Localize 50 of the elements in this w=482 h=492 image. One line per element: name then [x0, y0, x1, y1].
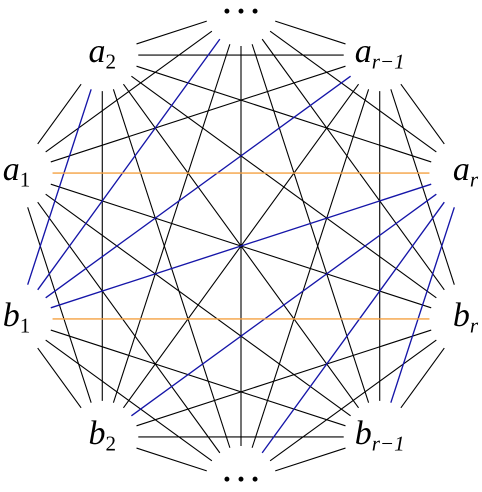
- edge-line: [379, 91, 380, 401]
- edge-line: [50, 184, 432, 308]
- edge-line: [37, 38, 220, 290]
- vertex-label: b$_{r−1}$: [354, 416, 405, 451]
- edge-line: [400, 348, 445, 408]
- edge-line: [102, 91, 103, 401]
- edge-line: [262, 202, 445, 454]
- edge-line: [45, 340, 212, 462]
- edge-line: [131, 194, 437, 416]
- edge-line: [45, 194, 351, 416]
- edge-line: [50, 66, 346, 162]
- edge-line: [27, 207, 92, 403]
- vertex-label: b$_{r}$: [452, 298, 478, 333]
- edge-line: [131, 76, 437, 298]
- edge-line: [252, 89, 370, 448]
- edge-line: [37, 202, 220, 454]
- edge-line: [52, 172, 430, 174]
- vertex-label: b$_{2}$: [88, 416, 116, 451]
- edge-line: [390, 89, 455, 285]
- edge-line: [27, 89, 92, 285]
- edge-line: [45, 30, 212, 152]
- edge-line: [136, 20, 207, 44]
- edge-line: [112, 89, 230, 448]
- vertex-label: a$_{r}$: [452, 153, 478, 188]
- edge-line: [270, 340, 437, 462]
- vertex-label: a$_{2}$: [88, 35, 116, 70]
- edge-line: [275, 448, 346, 472]
- edge-line: [262, 38, 445, 290]
- edge-line: [136, 330, 432, 426]
- edge-line: [138, 436, 344, 438]
- edge-line: [37, 348, 82, 408]
- edge-line: [252, 44, 370, 403]
- edge-line: [138, 54, 344, 56]
- vertex-label: …: [220, 468, 262, 484]
- edge-line: [270, 30, 437, 152]
- edge-line: [136, 448, 207, 472]
- vertex-label: b$_{1}$: [2, 298, 30, 333]
- edge-line: [390, 207, 455, 403]
- edge-line: [37, 84, 82, 144]
- edge-line: [112, 44, 230, 403]
- edge-line: [45, 76, 351, 298]
- edge-line: [50, 45, 432, 447]
- edge-line: [275, 20, 346, 44]
- edge-line: [50, 330, 346, 426]
- vertex-label: …: [220, 0, 262, 16]
- edge-line: [136, 66, 432, 162]
- edge-line: [52, 318, 430, 320]
- vertex-label: a$_{r−1}$: [354, 35, 405, 70]
- edge-line: [400, 84, 445, 144]
- vertex-label: a$_{1}$: [2, 153, 30, 188]
